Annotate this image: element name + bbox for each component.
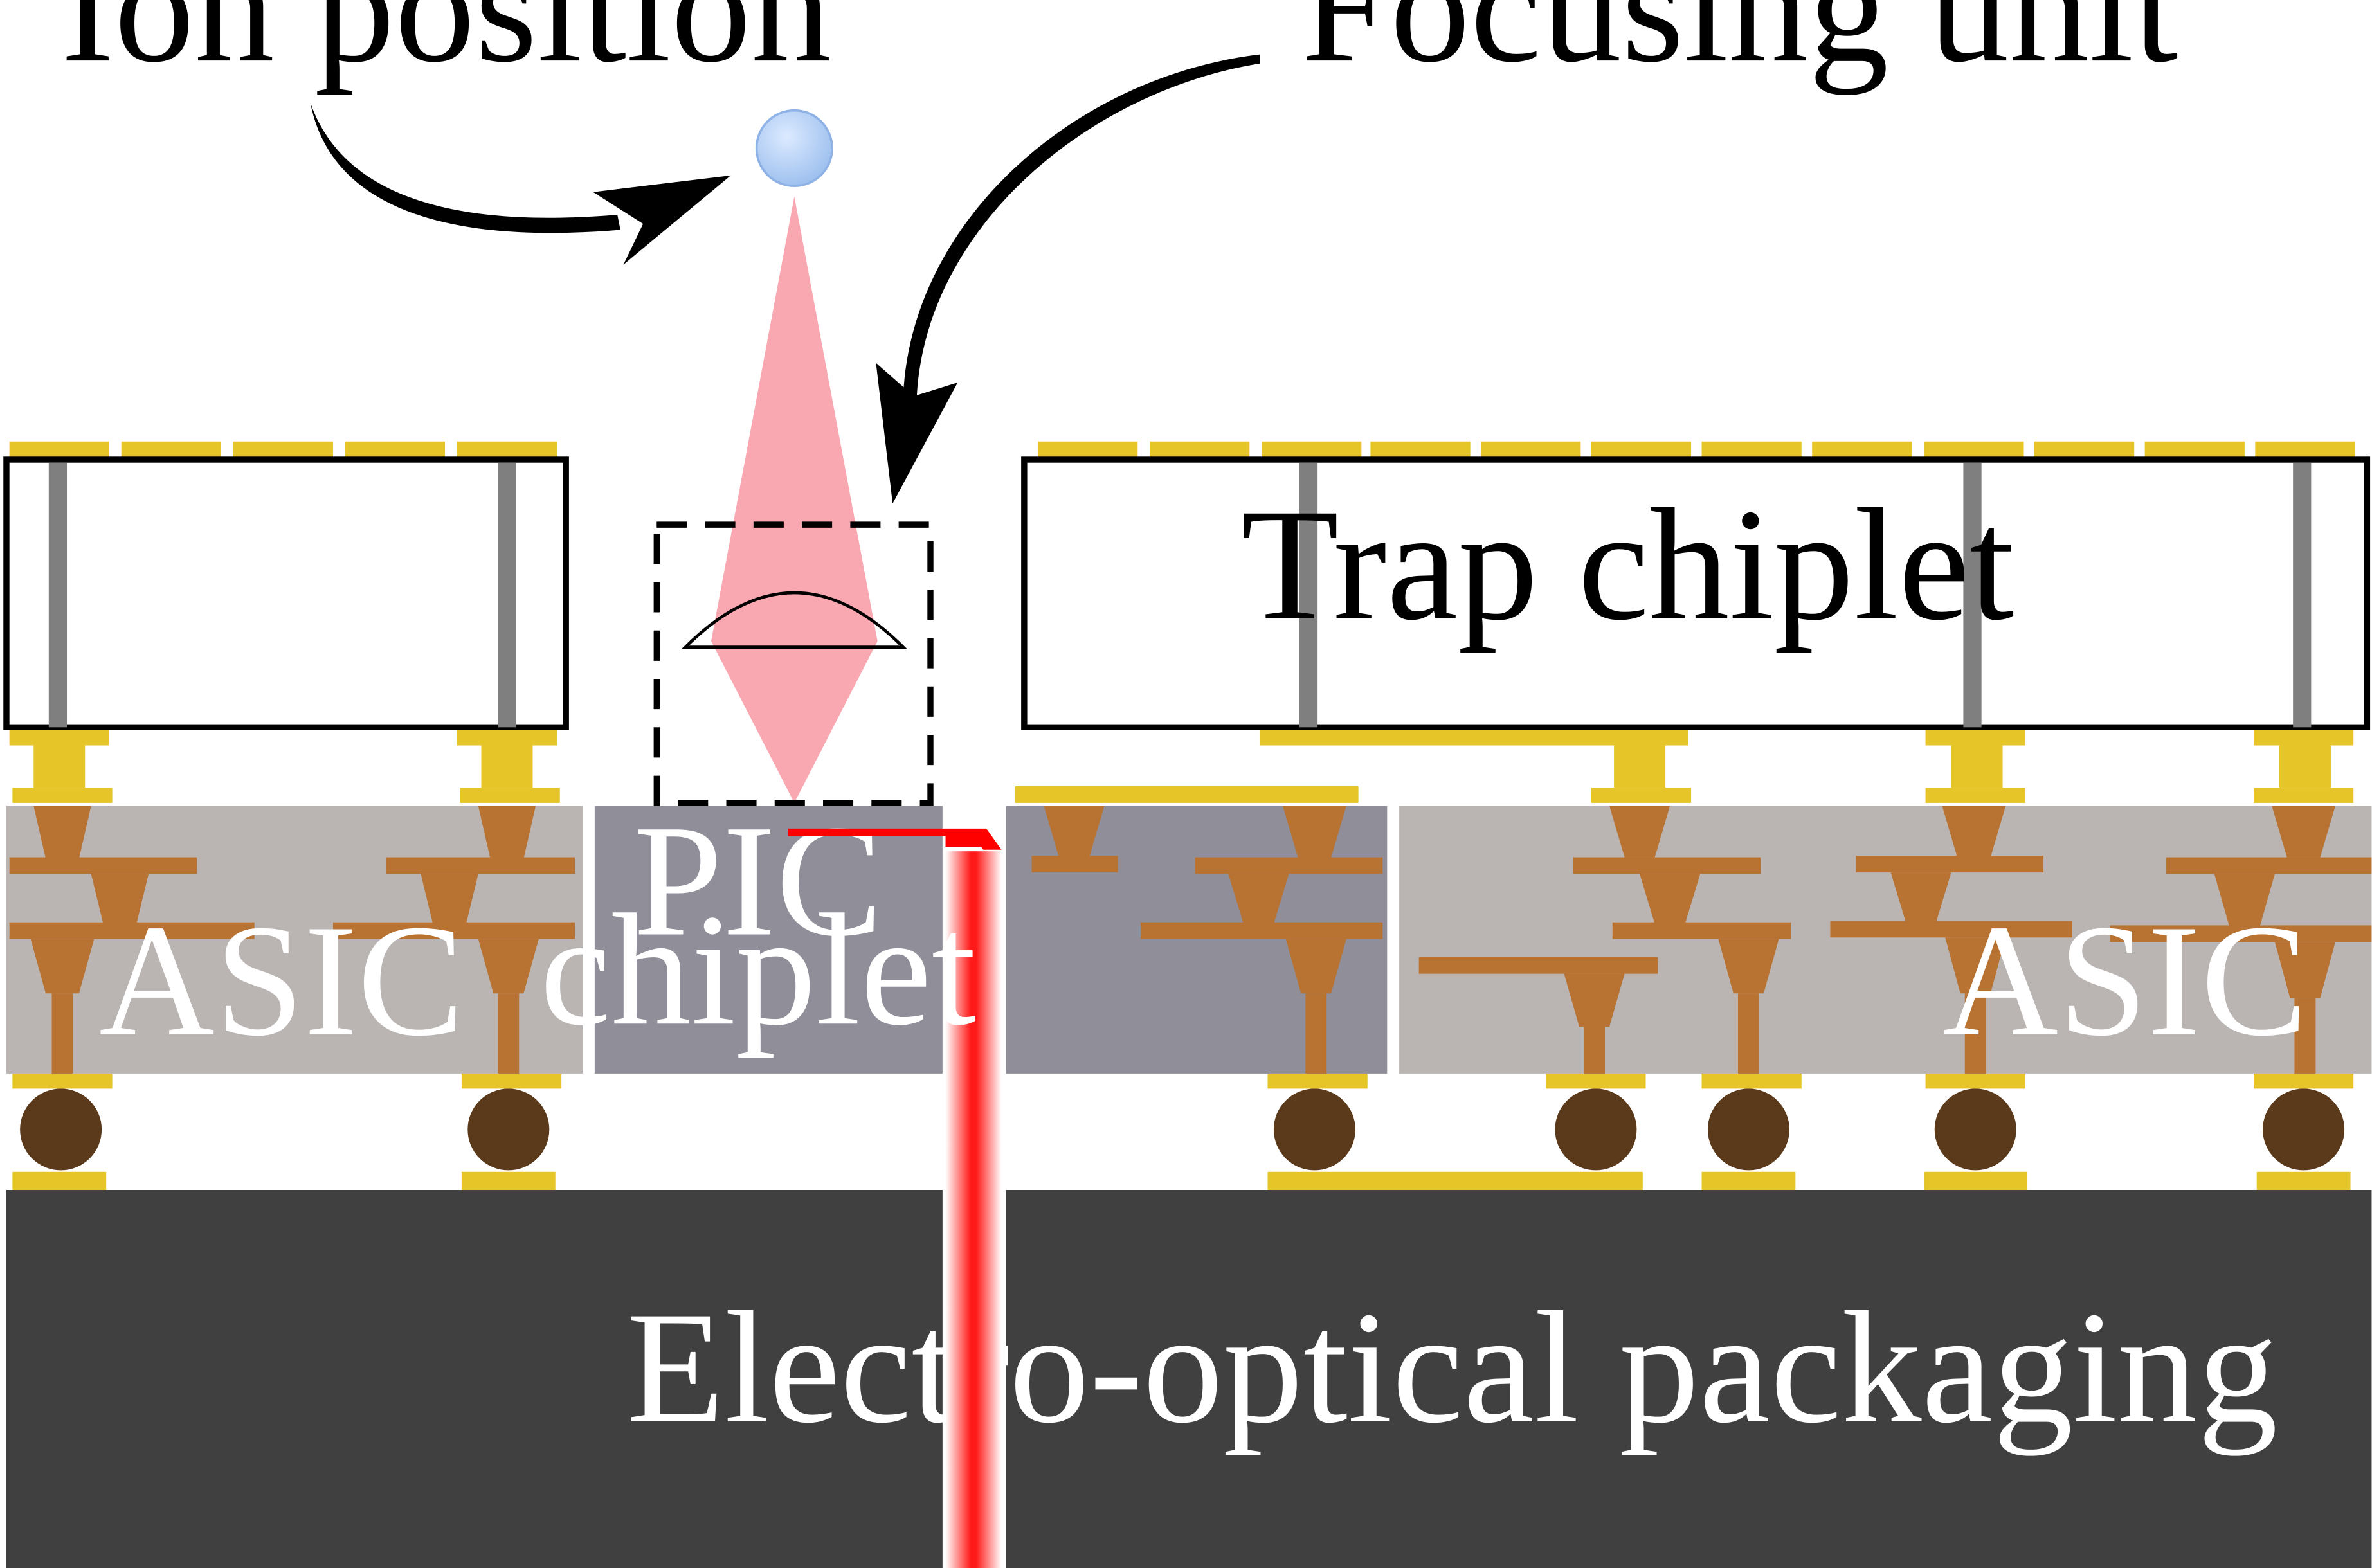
- pic-top-pad: [1015, 786, 1359, 803]
- trap-chiplet-right-body: [1021, 456, 2371, 731]
- solder-bump: [1555, 1088, 1637, 1171]
- pad: [1701, 1171, 1796, 1191]
- focusing-unit: [653, 521, 934, 806]
- asic-right-label: ASIC: [1942, 892, 2308, 1069]
- laser-beam: [711, 196, 878, 803]
- focusing-unit-label: Focusing unit: [1301, 0, 2178, 95]
- copper-interconnect: [332, 806, 575, 1074]
- ion: [755, 109, 833, 188]
- packaging-label: Electro-optical packaging: [626, 1279, 2277, 1456]
- tsv: [48, 462, 68, 728]
- trap-chiplet-left-body: [3, 456, 569, 731]
- tsv: [2293, 462, 2312, 728]
- asic-left-label: ASIC: [99, 892, 464, 1069]
- waveguide: [788, 828, 984, 847]
- pic-chiplet-label-line1: PIC: [633, 792, 883, 969]
- solder-bump: [467, 1088, 550, 1171]
- solder-bump: [20, 1088, 102, 1171]
- tsv: [1299, 462, 1318, 728]
- trap-chiplet-right: Trap chiplet: [1021, 441, 2371, 731]
- trap-chiplet-left: [3, 441, 569, 731]
- solder-bump: [1707, 1088, 1789, 1171]
- asic-right: ASIC: [1399, 806, 2372, 1074]
- copper-interconnect: [1418, 806, 1791, 1074]
- pad: [1267, 1073, 1368, 1089]
- solder-bump: [2263, 1088, 2345, 1171]
- asic-left: ASIC: [6, 806, 583, 1074]
- tsv: [1963, 462, 1982, 728]
- pad: [1701, 1073, 1802, 1089]
- optical-fiber: [945, 851, 1002, 1568]
- chip-bottom-pads: [12, 1073, 2354, 1089]
- pad: [461, 1171, 556, 1191]
- solder-bump: [1934, 1088, 2016, 1171]
- pad: [1925, 1073, 2025, 1089]
- packaging-right-block: [1006, 1190, 2372, 1568]
- pad: [12, 1073, 113, 1089]
- packaging-pads: [12, 1171, 2351, 1191]
- lens-icon: [682, 591, 907, 649]
- pad: [2256, 1171, 2351, 1191]
- trap-asic-connectors: [9, 730, 2354, 803]
- solder-bumps: [20, 1088, 2345, 1171]
- copper-interconnect: [1031, 806, 1383, 1074]
- grating-coupler: [968, 828, 1002, 850]
- tsv: [498, 462, 516, 728]
- focusing-unit-box: [653, 521, 934, 806]
- pic-chiplet-left: [594, 806, 943, 1074]
- pad: [1546, 1073, 1646, 1089]
- packaging-left-block: [6, 1190, 943, 1568]
- ion-position-arrow-icon: [310, 102, 731, 265]
- electro-optical-packaging: Electro-optical packaging: [6, 1190, 2372, 1568]
- copper-interconnect: [1830, 806, 2072, 1074]
- pad: [12, 1171, 107, 1191]
- pic-chiplet-label-line2: chiplet: [540, 881, 976, 1058]
- pic-chiplet: PIC chiplet: [540, 786, 1388, 1074]
- top-electrodes: [9, 441, 557, 458]
- pad: [461, 1073, 562, 1089]
- pad-trace: [1267, 1171, 1643, 1191]
- trap-chiplet-label: Trap chiplet: [1241, 476, 2014, 653]
- solder-bump: [1273, 1088, 1355, 1171]
- pad: [2253, 1073, 2354, 1089]
- top-electrodes: [1038, 441, 2355, 458]
- copper-interconnect: [9, 806, 255, 1074]
- pad: [1924, 1171, 2027, 1191]
- copper-interconnect: [2110, 806, 2372, 1074]
- ion-position-label: Ion position: [61, 0, 831, 95]
- focusing-unit-arrow-icon: [876, 54, 1260, 504]
